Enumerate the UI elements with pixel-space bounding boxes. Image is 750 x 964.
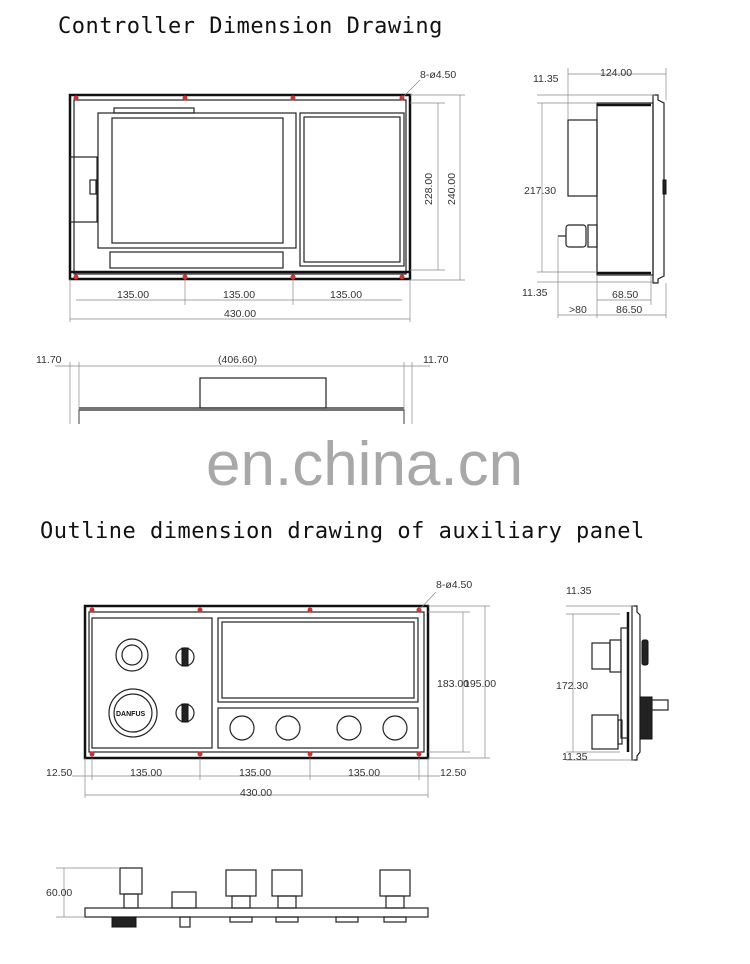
- controller-spacing-label: 135.00: [117, 289, 149, 301]
- auxiliary-drawing-title: Outline dimension drawing of auxiliary p…: [40, 519, 645, 544]
- auxiliary-holes-label: 8-ø4.50: [436, 579, 472, 591]
- controller-side-view: [537, 68, 667, 318]
- auxiliary-spacing-label: 135.00: [348, 767, 380, 779]
- controller-width-label: 430.00: [224, 308, 256, 320]
- controller-top-left-margin-label: 11.70: [36, 354, 62, 366]
- controller-height-outer-label: 240.00: [446, 173, 458, 205]
- auxiliary-side-top-offset-label: 11.35: [566, 585, 592, 597]
- controller-side-depth-label: 124.00: [600, 67, 632, 79]
- auxiliary-bottom-height-label: 60.00: [46, 887, 72, 899]
- controller-side-top-offset-label: 11.35: [533, 73, 559, 85]
- controller-top-inner-width-label: (406.60): [218, 354, 257, 366]
- controller-holes-label: 8-ø4.50: [420, 69, 456, 81]
- controller-side-bottom-offset-label: 11.35: [522, 287, 548, 299]
- controller-side-body-depth-label: 68.50: [612, 289, 638, 301]
- auxiliary-width-label: 430.00: [240, 787, 272, 799]
- danfus-knob-label: DANFUS: [116, 711, 145, 718]
- controller-side-height-label: 217.30: [524, 185, 556, 197]
- auxiliary-edge-left-label: 12.50: [46, 767, 72, 779]
- auxiliary-height-outer-label: 195.00: [464, 678, 496, 690]
- controller-height-inner-label: 228.00: [423, 173, 435, 205]
- auxiliary-side-bottom-offset-label: 11.35: [562, 751, 588, 763]
- auxiliary-spacing-label: 135.00: [130, 767, 162, 779]
- controller-drawing-title: Controller Dimension Drawing: [58, 14, 443, 39]
- auxiliary-side-view: [566, 605, 669, 761]
- auxiliary-side-height-label: 172.30: [556, 680, 588, 692]
- controller-top-view: [55, 362, 430, 424]
- watermark: en.china.cn: [206, 430, 523, 499]
- controller-front-view: [68, 79, 465, 322]
- controller-spacing-label: 135.00: [330, 289, 362, 301]
- auxiliary-front-view: [72, 591, 490, 798]
- auxiliary-height-inner-label: 183.00: [437, 678, 469, 690]
- controller-top-right-margin-label: 11.70: [423, 354, 449, 366]
- auxiliary-bottom-view: [56, 867, 429, 928]
- auxiliary-edge-right-label: 12.50: [440, 767, 466, 779]
- controller-side-connector-depth-label: >80: [569, 304, 587, 316]
- auxiliary-spacing-label: 135.00: [239, 767, 271, 779]
- controller-spacing-label: 135.00: [223, 289, 255, 301]
- controller-side-total-depth-label: 86.50: [616, 304, 642, 316]
